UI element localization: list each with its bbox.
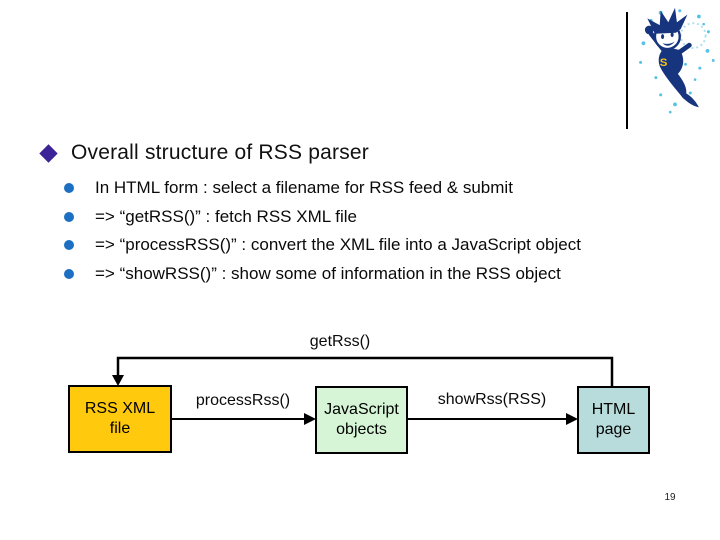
edge-label-getrss: getRss(): [309, 333, 371, 350]
edge-label-showrss: showRss(RSS): [437, 391, 547, 408]
bullet-item: => “getRSS()” : fetch RSS XML file: [64, 203, 694, 232]
circle-bullet-icon: [64, 183, 74, 194]
mascot-snow-fairy-image: S: [639, 7, 715, 114]
bullet-text: => “processRSS()” : convert the XML file…: [95, 235, 581, 255]
bullet-item: => “processRSS()” : convert the XML file…: [64, 231, 694, 260]
edge-label-processrss: processRss(): [195, 392, 291, 409]
header-divider-line: [626, 12, 628, 129]
node-label: file: [109, 420, 131, 437]
bullet-text: In HTML form : select a filename for RSS…: [95, 178, 513, 198]
diagram-node-rss-xml-file: RSS XML file: [68, 385, 172, 453]
node-label: objects: [336, 421, 387, 438]
page-number: 19: [664, 492, 676, 503]
bullet-item: In HTML form : select a filename for RSS…: [64, 174, 694, 203]
diagram-node-javascript-objects: JavaScript objects: [315, 386, 408, 454]
bullet-text: => “getRSS()” : fetch RSS XML file: [95, 206, 358, 226]
bullet-item: => “showRSS()” : show some of informatio…: [64, 260, 694, 289]
slide-title: Overall structure of RSS parser: [71, 141, 369, 164]
diagram-node-html-page: HTML page: [577, 386, 650, 454]
node-label: JavaScript: [324, 401, 399, 418]
circle-bullet-icon: [64, 240, 74, 251]
node-label: RSS XML: [84, 400, 156, 417]
diamond-bullet-icon: [39, 143, 58, 163]
bullet-list: In HTML form : select a filename for RSS…: [64, 174, 694, 288]
bullet-text: => “showRSS()” : show some of informatio…: [95, 263, 561, 283]
node-label: HTML: [591, 401, 636, 418]
circle-bullet-icon: [64, 211, 74, 222]
svg-text:S: S: [660, 57, 668, 69]
slide-title-row: Overall structure of RSS parser: [39, 141, 369, 165]
circle-bullet-icon: [64, 268, 74, 279]
node-label: page: [595, 421, 632, 438]
